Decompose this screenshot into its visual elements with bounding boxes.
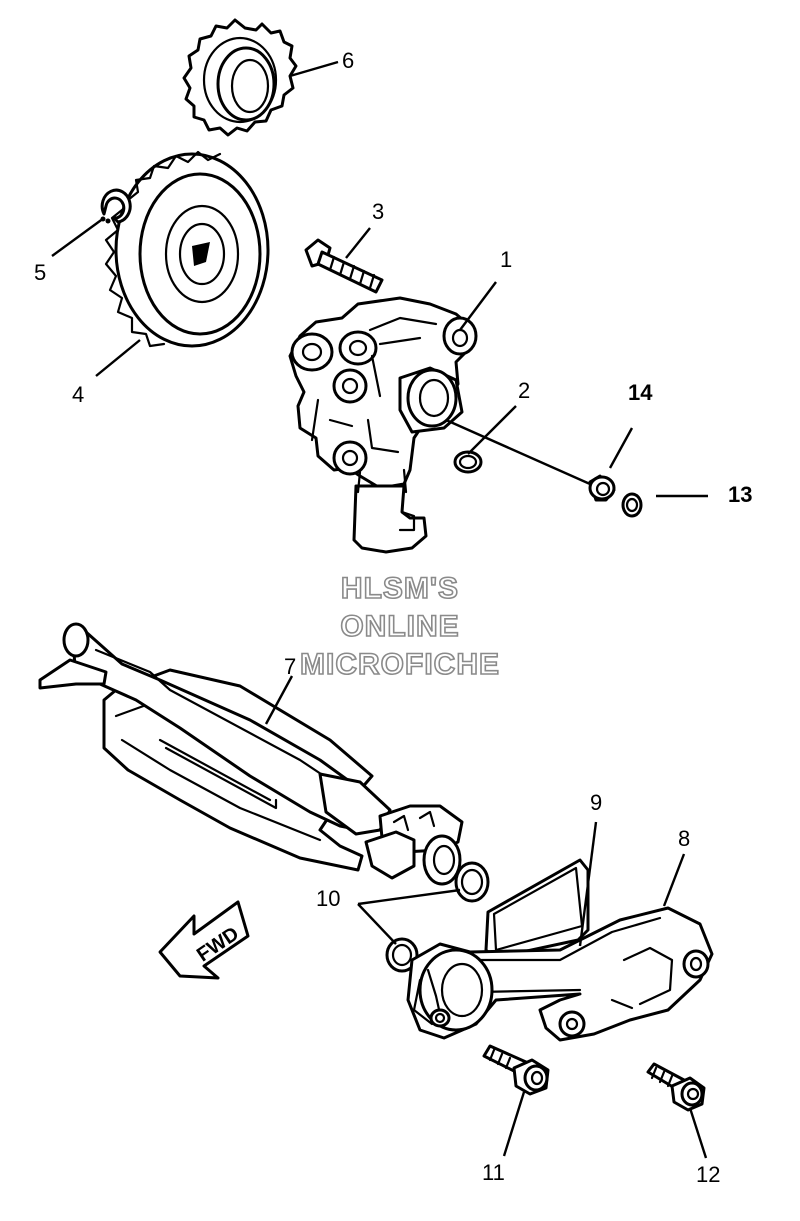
watermark: HLSM'S ONLINE MICROFICHE [299, 571, 500, 682]
callout-8: 8 [678, 826, 690, 851]
fwd-direction-arrow: FWD [158, 900, 250, 980]
oil-pump-part-1 [288, 296, 478, 554]
gear-small-part-6 [182, 18, 298, 137]
callout-10: 10 [316, 886, 340, 911]
oil-pipe-part-8 [406, 906, 714, 1042]
bolt-part-12 [646, 1062, 706, 1112]
callout-2: 2 [518, 378, 530, 403]
callout-11: 11 [482, 1160, 505, 1185]
callout-14: 14 [628, 380, 653, 405]
leader-lines [51, 60, 708, 1159]
o-ring-part-10-upper [454, 861, 490, 903]
gear-large-part-4 [104, 150, 270, 348]
oil-strainer-part-7 [38, 622, 464, 886]
callout-3: 3 [372, 199, 384, 224]
callout-13: 13 [728, 482, 752, 507]
o-ring-part-2 [453, 450, 483, 474]
callout-12: 12 [696, 1162, 720, 1187]
circlip-part-5 [100, 188, 132, 224]
o-ring-part-13 [621, 492, 643, 518]
o-ring-part-10-upper-inner [460, 868, 484, 896]
callout-6: 6 [342, 48, 354, 73]
bolt-part-3 [304, 238, 384, 294]
watermark-line-2: ONLINE [340, 610, 459, 643]
bolt-part-11 [482, 1044, 550, 1096]
watermark-line-3: MICROFICHE [300, 648, 500, 681]
o-ring-part-13-inner [625, 497, 639, 513]
callout-5: 5 [34, 260, 46, 285]
callout-1: 1 [500, 247, 512, 272]
collar-part-14 [588, 474, 616, 502]
o-ring-part-10-lower-inner [391, 943, 413, 967]
callout-9: 9 [590, 790, 602, 815]
callout-4: 4 [72, 382, 84, 407]
watermark-line-1: HLSM'S [341, 572, 459, 605]
callout-7: 7 [284, 654, 296, 679]
o-ring-part-2-inner [458, 454, 478, 470]
o-ring-part-10-lower [385, 937, 419, 973]
